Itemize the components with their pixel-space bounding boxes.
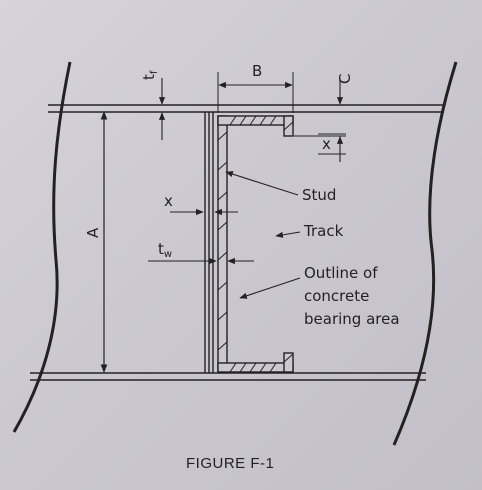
dimension-x-top-label: x — [322, 135, 331, 153]
dimension-x-mid-label: x — [164, 192, 173, 210]
top-slab — [48, 104, 444, 113]
left-break-line — [12, 61, 72, 433]
callout-outline-line3: bearing area — [304, 310, 400, 328]
callout-stud: Stud — [225, 171, 336, 204]
bottom-slab — [30, 372, 426, 381]
figure-caption: FIGURE F-1 — [186, 455, 274, 472]
svg-text:tw: tw — [158, 240, 172, 260]
dimension-b: B — [217, 62, 294, 113]
dimension-tw-label: t — [158, 240, 164, 258]
callout-outline-line1: Outline of — [304, 264, 378, 282]
dimension-x-top: x — [318, 133, 346, 155]
svg-text:tf: tf — [140, 70, 160, 80]
dimension-tf-subscript: f — [149, 70, 160, 74]
callout-track-label: Track — [303, 222, 344, 240]
dimension-a-label: A — [84, 227, 102, 238]
stud — [204, 112, 214, 373]
callout-track: Track — [275, 222, 344, 240]
dimension-tf-label: t — [140, 74, 158, 80]
dimension-x-mid: x — [164, 192, 238, 216]
callout-stud-label: Stud — [302, 186, 336, 204]
callout-outline-line2: concrete — [304, 287, 369, 305]
dimension-tw: tw — [148, 240, 254, 265]
track-section — [217, 115, 294, 373]
callout-outline: Outline of concrete bearing area — [239, 264, 400, 328]
dimension-c-label: C — [336, 74, 354, 84]
dimension-b-label: B — [252, 62, 262, 80]
dimension-tf: tf — [140, 70, 166, 140]
dimension-a: A — [84, 111, 110, 374]
dimension-tw-subscript: w — [164, 249, 172, 260]
right-break-line — [392, 61, 458, 446]
